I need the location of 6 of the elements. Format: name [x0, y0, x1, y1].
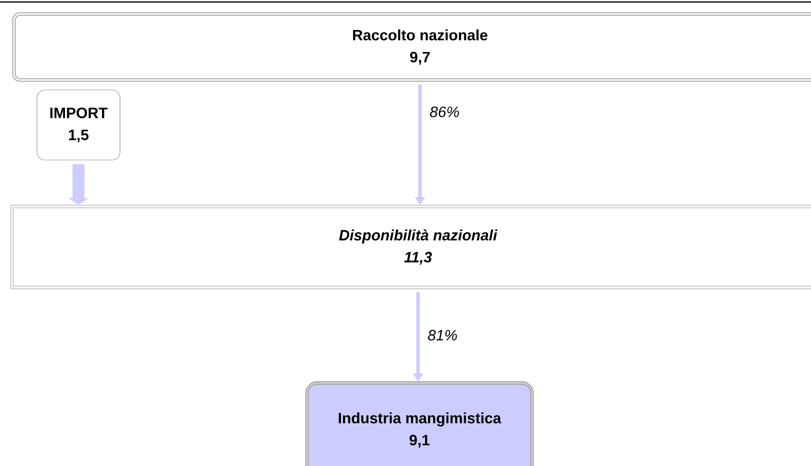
- flow-box: IMPORT 1,5: [36, 90, 120, 160]
- edge-label: 81%: [428, 330, 457, 340]
- flow-box: Industria mangimistica 9,1: [305, 381, 534, 466]
- flow-box: Raccolto nazionale 9,7: [12, 12, 811, 82]
- edge-label: 86%: [430, 106, 459, 118]
- flow-box: Disponibilità nazionali 11,3: [10, 204, 811, 290]
